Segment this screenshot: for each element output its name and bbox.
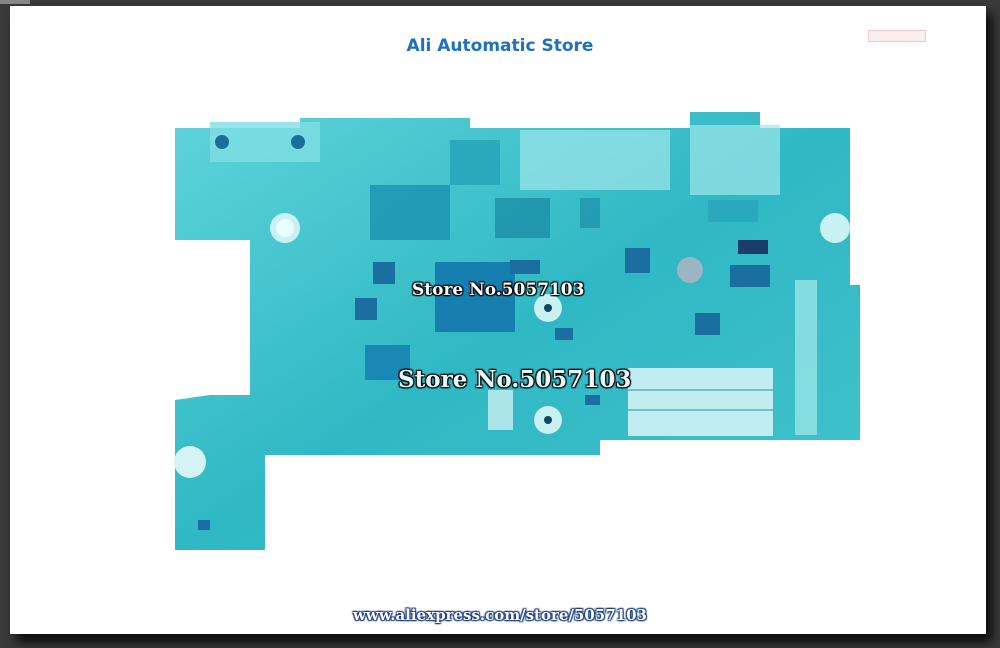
- corner-stamp: [868, 30, 926, 42]
- store-title: Ali Automatic Store: [406, 36, 594, 56]
- label-sticker: [628, 368, 773, 436]
- chip: [738, 240, 768, 254]
- mounting-hole-inner: [544, 304, 552, 312]
- crystal: [510, 260, 540, 274]
- chip: [373, 262, 395, 284]
- chip: [355, 298, 377, 320]
- mounting-hole: [820, 213, 850, 243]
- chip: [695, 313, 720, 335]
- mounting-hole-inner: [544, 416, 552, 424]
- port-housing: [520, 130, 670, 190]
- chip: [495, 198, 550, 238]
- chip: [708, 200, 758, 222]
- component: [555, 328, 573, 340]
- component: [585, 395, 600, 405]
- connector-pin: [215, 135, 229, 149]
- main-processor: [435, 262, 515, 332]
- chip: [365, 345, 410, 380]
- audio-jack: [690, 125, 780, 195]
- connector-pin: [291, 135, 305, 149]
- chip: [625, 248, 650, 273]
- chip: [730, 265, 770, 287]
- pcb-board: [175, 112, 860, 550]
- corner-artifact: [0, 0, 30, 4]
- component: [198, 520, 210, 530]
- mounting-hole: [174, 446, 206, 478]
- component: [488, 390, 513, 430]
- mounting-hole-inner: [276, 219, 294, 237]
- watermark-store-number: Store No.5057103: [412, 280, 585, 300]
- component: [580, 198, 600, 228]
- store-url: www.aliexpress.com/store/5057103: [353, 606, 647, 624]
- chip: [370, 185, 450, 240]
- watermark-store-number: Store No.5057103: [398, 366, 632, 393]
- capacitor: [677, 257, 703, 283]
- edge-connector: [795, 280, 817, 435]
- chip: [450, 140, 500, 185]
